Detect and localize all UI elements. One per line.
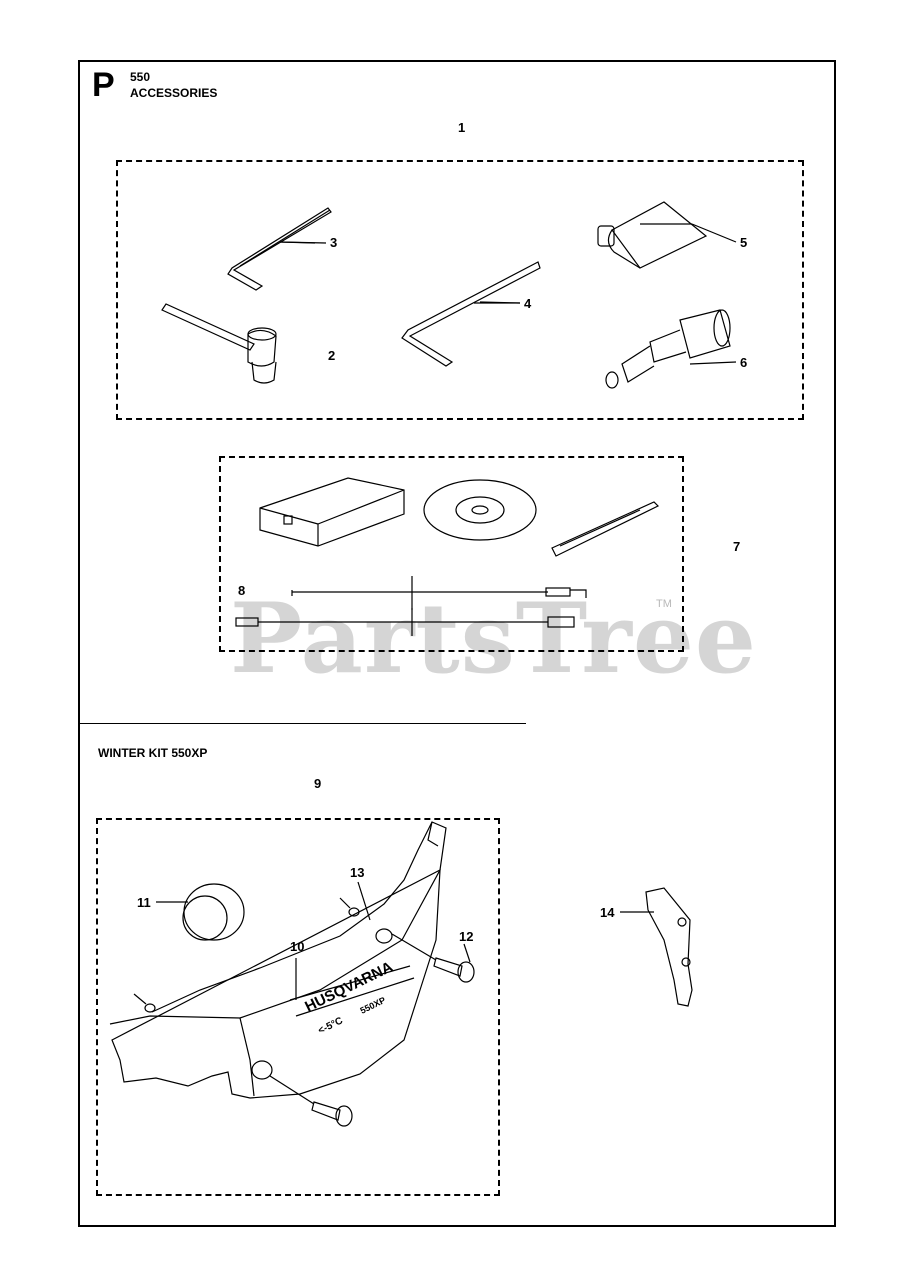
callout-5: 5 — [740, 235, 748, 250]
watermark: PartsTree — [230, 582, 757, 695]
callout-11: 11 — [137, 895, 151, 910]
screw-lower — [269, 1075, 353, 1127]
callout-6: 6 — [740, 355, 748, 370]
section-divider — [80, 723, 526, 724]
bracket — [620, 887, 693, 1007]
tool-case — [259, 477, 405, 547]
hex-key-long — [401, 261, 541, 367]
callout-10: 10 — [290, 939, 305, 954]
model-number: 550 — [130, 70, 151, 84]
washer — [133, 881, 371, 1013]
callout-14: 14 — [600, 905, 615, 920]
callout-7: 7 — [733, 539, 741, 554]
callout-9: 9 — [314, 776, 322, 791]
cable-upper — [291, 576, 587, 610]
kit-box — [219, 456, 684, 652]
cable-lower — [235, 608, 575, 636]
combi-wrench — [161, 303, 277, 384]
section-letter: P — [92, 66, 115, 104]
callout-8: 8 — [238, 583, 246, 598]
cd-disc — [423, 479, 537, 541]
screw-upper — [391, 933, 475, 983]
hex-key-small — [227, 207, 332, 291]
tweezers — [551, 501, 660, 557]
diagram-frame — [78, 60, 836, 1227]
grease-tube — [597, 201, 737, 269]
callout-12: 12 — [459, 929, 474, 944]
rubber-plug — [156, 883, 245, 941]
callout-4: 4 — [524, 296, 532, 311]
winter-kit-title: WINTER KIT 550XP — [98, 746, 208, 760]
cover-model: 550XP — [358, 995, 387, 1016]
cover-temp: <-5°C — [316, 1015, 344, 1036]
winter-cover — [109, 821, 447, 1099]
watermark-tm: TM — [656, 598, 672, 610]
callout-1: 1 — [458, 120, 466, 135]
accessories-box — [116, 160, 804, 420]
callout-2: 2 — [328, 348, 336, 363]
page-title: ACCESSORIES — [130, 86, 218, 100]
cover-brand: HUSQVARNA — [302, 958, 395, 1015]
winter-kit-box — [96, 818, 500, 1196]
callout-13: 13 — [350, 865, 365, 880]
grease-gun-tip — [605, 309, 737, 389]
callout-3: 3 — [330, 235, 338, 250]
